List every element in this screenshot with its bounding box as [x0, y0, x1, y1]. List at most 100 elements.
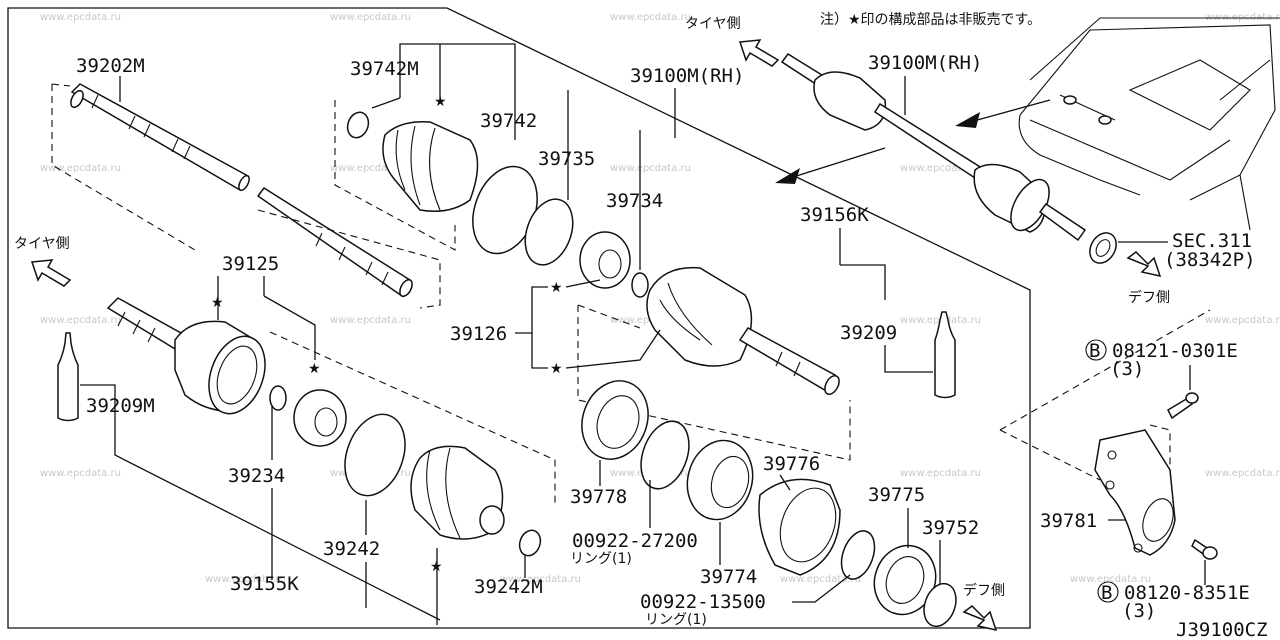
- ref-sec311[interactable]: SEC.311: [1172, 230, 1252, 252]
- not-sold-star: ★: [434, 94, 447, 110]
- part-label-39126[interactable]: 39126: [450, 323, 507, 345]
- direction-arrow-diff-mid: [1126, 251, 1162, 278]
- part-label-39100m-right[interactable]: 39100M(RH): [868, 52, 982, 74]
- leader-dash: [269, 331, 556, 505]
- part-label-39774[interactable]: 39774: [700, 566, 757, 588]
- part-label-39155k[interactable]: 39155K: [230, 573, 299, 595]
- watermark: www.epcdata.ru: [205, 574, 286, 585]
- inner-joint-parts: [269, 385, 542, 557]
- leader-line: [531, 333, 548, 369]
- cv-joint-39156k: [646, 266, 840, 396]
- watermark: www.epcdata.ru: [500, 574, 581, 585]
- part-label-39781[interactable]: 39781: [1040, 510, 1097, 532]
- bolt-type-circle: [1085, 339, 1107, 361]
- leader-line: [371, 97, 401, 109]
- arrow-line: [789, 147, 886, 179]
- watermark: www.epcdata.ru: [40, 315, 121, 326]
- part-label-39742[interactable]: 39742: [480, 110, 537, 132]
- direction-tire-left: タイヤ側: [14, 236, 70, 252]
- watermark: www.epcdata.ru: [610, 12, 691, 23]
- not-sold-star: ★: [308, 361, 321, 377]
- bracket-39781: [1094, 429, 1176, 556]
- grease-tube-39209m: [57, 332, 79, 422]
- watermark: www.epcdata.ru: [40, 163, 121, 174]
- leader-line: [80, 384, 441, 621]
- joint-39734: [579, 231, 631, 289]
- leader-dash: [51, 83, 71, 87]
- watermark: www.epcdata.ru: [1205, 468, 1280, 479]
- cv-joint-39155k: [106, 297, 266, 415]
- bearing-39774: [686, 439, 754, 521]
- leader-line: [840, 264, 886, 300]
- bolt-qty: (3): [1110, 358, 1144, 380]
- leader-line: [884, 345, 933, 373]
- part-label-39234[interactable]: 39234: [228, 465, 285, 487]
- part-label-39775[interactable]: 39775: [868, 484, 925, 506]
- bolt-type-letter: B: [1089, 340, 1100, 362]
- part-label-00922-27200[interactable]: 00922-27200: [572, 530, 698, 552]
- part-label-39242m[interactable]: 39242M: [474, 576, 543, 598]
- part-label-39778[interactable]: 39778: [570, 486, 627, 508]
- seal-39778: [581, 380, 649, 460]
- leader-dash: [1149, 424, 1171, 475]
- seal-39752: [923, 582, 957, 628]
- direction-arrow-tire-top: [738, 39, 780, 67]
- direction-diff-mid: デフ側: [1128, 289, 1170, 306]
- part-label-39209m[interactable]: 39209M: [86, 395, 155, 417]
- vehicle-outline: [1018, 17, 1280, 231]
- ring-00922-13500: [840, 530, 876, 580]
- part-label-00922-13500[interactable]: 00922-13500: [640, 591, 766, 613]
- bolt-type-circle: [1097, 581, 1119, 603]
- part-label-39752[interactable]: 39752: [922, 517, 979, 539]
- circlip-39234: [269, 385, 287, 411]
- note-not-sold: 注）★印の構成部品は非販売です。: [820, 12, 1041, 28]
- part-label-08120-8351e[interactable]: 08120-8351E: [1124, 582, 1250, 604]
- direction-arrow-tire-left: [30, 259, 72, 287]
- boot-39742: [382, 121, 479, 212]
- leader-line: [263, 295, 316, 360]
- leader-line: [565, 329, 661, 369]
- tripod-39125: [293, 389, 347, 447]
- watermark: www.epcdata.ru: [330, 163, 411, 174]
- circlip-39734: [631, 272, 649, 298]
- oil-seal-sec311: [1089, 232, 1117, 264]
- part-label-39202m[interactable]: 39202M: [76, 55, 145, 77]
- watermark: www.epcdata.ru: [330, 12, 411, 23]
- part-label-39742m[interactable]: 39742M: [350, 58, 419, 80]
- part-label-39156k[interactable]: 39156K: [800, 204, 869, 226]
- direction-tire-top: タイヤ側: [685, 16, 741, 32]
- not-sold-star: ★: [430, 559, 443, 575]
- diagram-code: J39100CZ: [1176, 619, 1268, 640]
- part-label-39125[interactable]: 39125: [222, 253, 279, 275]
- grease-tube-39209: [934, 311, 956, 399]
- ring-qty-label: リング(1): [645, 612, 707, 628]
- part-label-39100m-main[interactable]: 39100M(RH): [630, 65, 744, 87]
- shaft-39202m: [70, 83, 413, 298]
- bolt-qty: (3): [1122, 600, 1156, 622]
- part-label-39734[interactable]: 39734: [606, 190, 663, 212]
- boot-assembly-upper: [346, 111, 649, 298]
- part-label-39735[interactable]: 39735: [538, 148, 595, 170]
- ring-qty-label: リング(1): [570, 551, 632, 567]
- bolt-type-letter: B: [1101, 582, 1112, 604]
- watermark: www.epcdata.ru: [40, 12, 121, 23]
- leader-dash: [999, 309, 1211, 431]
- part-label-39209[interactable]: 39209: [840, 322, 897, 344]
- ring-00922-27200: [640, 420, 690, 490]
- leader-dash: [257, 209, 441, 309]
- boot-end: [479, 505, 505, 535]
- leader-line: [779, 474, 791, 491]
- part-label-08121-0301e[interactable]: 08121-0301E: [1112, 340, 1238, 362]
- leader-dash: [51, 84, 196, 251]
- bolt-08121: [1167, 392, 1199, 420]
- part-label-39242[interactable]: 39242: [323, 538, 380, 560]
- housing-39776: [758, 478, 841, 576]
- band-39242m: [518, 529, 542, 557]
- watermark: www.epcdata.ru: [330, 315, 411, 326]
- part-label-39776[interactable]: 39776: [763, 453, 820, 475]
- not-sold-star: ★: [211, 295, 224, 311]
- arrow-head: [955, 112, 980, 128]
- direction-arrow-diff-bottom: [962, 605, 998, 632]
